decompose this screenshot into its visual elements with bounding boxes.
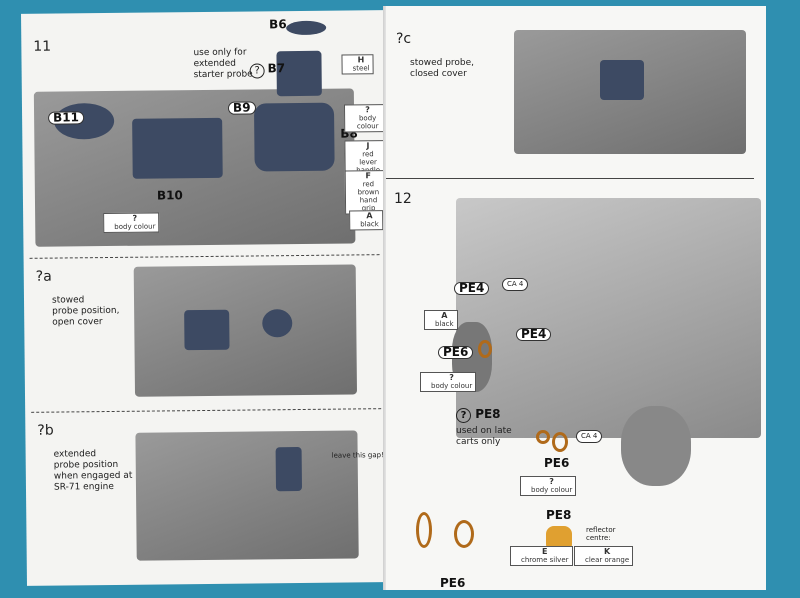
label-pe6: PE6: [544, 456, 570, 470]
label-pe4: PE4: [454, 282, 490, 295]
label-b6: B6: [269, 17, 287, 32]
label-pe6: PE6: [440, 576, 466, 590]
step-number: 11: [33, 38, 52, 55]
label-b7: B7: [267, 61, 286, 76]
pe6-part: [552, 432, 568, 452]
callout-note: leave this gap!: [331, 451, 384, 460]
cover-open: [184, 309, 230, 351]
part-b6: [286, 20, 327, 36]
illustration-step-b: [135, 430, 359, 561]
pe6-bend-after: [454, 520, 474, 548]
label-pe8: PE8: [546, 508, 572, 522]
probe-extended: [275, 446, 303, 492]
label-pe4: PE4: [516, 328, 552, 341]
paint-callout: ?body colour: [343, 104, 385, 133]
pe8-part: [536, 430, 550, 444]
glue-icon: CA 4: [576, 430, 603, 443]
glue-icon: CA 4: [502, 278, 529, 291]
divider: [29, 254, 380, 259]
right-page: ?c stowed probe,closed cover 12 PE4 CA 4…: [386, 6, 766, 590]
step-c-text: stowed probe,closed cover: [410, 58, 475, 79]
step-b-label: ?b: [37, 422, 54, 439]
divider: [386, 178, 754, 179]
pe6-part: [478, 340, 492, 358]
label-b10: B10: [156, 188, 183, 203]
illustration-step-a: [133, 264, 358, 397]
question-icon: ?: [249, 63, 265, 79]
paint-callout: ?body colour: [520, 476, 577, 496]
pe6-bend-before: [416, 512, 432, 548]
part-b8-b9: [253, 102, 335, 172]
wheel: [621, 406, 691, 486]
paint-callout: ?body colour: [103, 212, 160, 234]
label-b9: B9: [227, 101, 256, 115]
paint-callout: ?body colour: [420, 372, 477, 392]
divider: [31, 408, 382, 413]
step-c-label: ?c: [396, 31, 412, 47]
probe-stowed: [262, 309, 293, 338]
label-b11: B11: [48, 110, 85, 125]
label-pe6: PE6: [438, 346, 474, 359]
step-a-label: ?a: [35, 268, 52, 285]
step-number: 12: [394, 191, 412, 207]
part-b10: [132, 117, 223, 179]
label-pe8: ? PE8: [456, 408, 501, 423]
illustration-cart: [456, 198, 761, 438]
cover-closed: [600, 60, 644, 100]
